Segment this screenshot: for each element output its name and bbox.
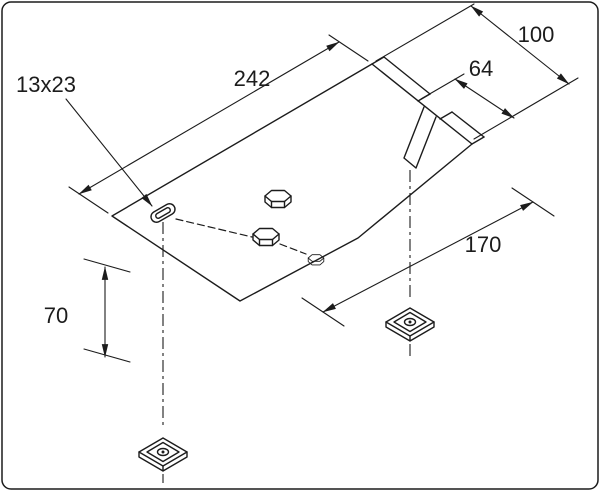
dim-64: [420, 73, 515, 119]
dim-label-slot: 13x23: [16, 72, 76, 97]
square-nut-left: [138, 437, 188, 472]
nut-center-dot: [161, 450, 165, 454]
nut-center-dot: [408, 320, 412, 324]
dim-100: [375, 3, 579, 140]
square-nut-right: [385, 307, 435, 342]
dim-242-extension-lines: [68, 34, 369, 214]
dim-label-242: 242: [234, 66, 271, 91]
dim-64-extension-line: [420, 73, 465, 100]
mounting-tab: [403, 106, 437, 169]
slot-hole: [150, 203, 176, 223]
dim-70: [83, 258, 131, 363]
dim-100-line: [470, 5, 570, 85]
dim-100-extension-lines: [375, 3, 579, 140]
hex-bolt-2: [252, 227, 280, 247]
dim-64-line: [454, 78, 515, 119]
dim-label-64: 64: [469, 56, 493, 81]
dim-170: [301, 187, 555, 327]
dim-170-line: [322, 201, 534, 313]
flange-end-caps: [371, 56, 485, 145]
hidden-line: [175, 218, 307, 255]
drawing-lines: [65, 3, 579, 483]
dim-label-70: 70: [44, 303, 68, 328]
dim-label-170: 170: [465, 232, 502, 257]
leader-slot: [65, 98, 153, 207]
dim-label-100: 100: [518, 22, 555, 47]
